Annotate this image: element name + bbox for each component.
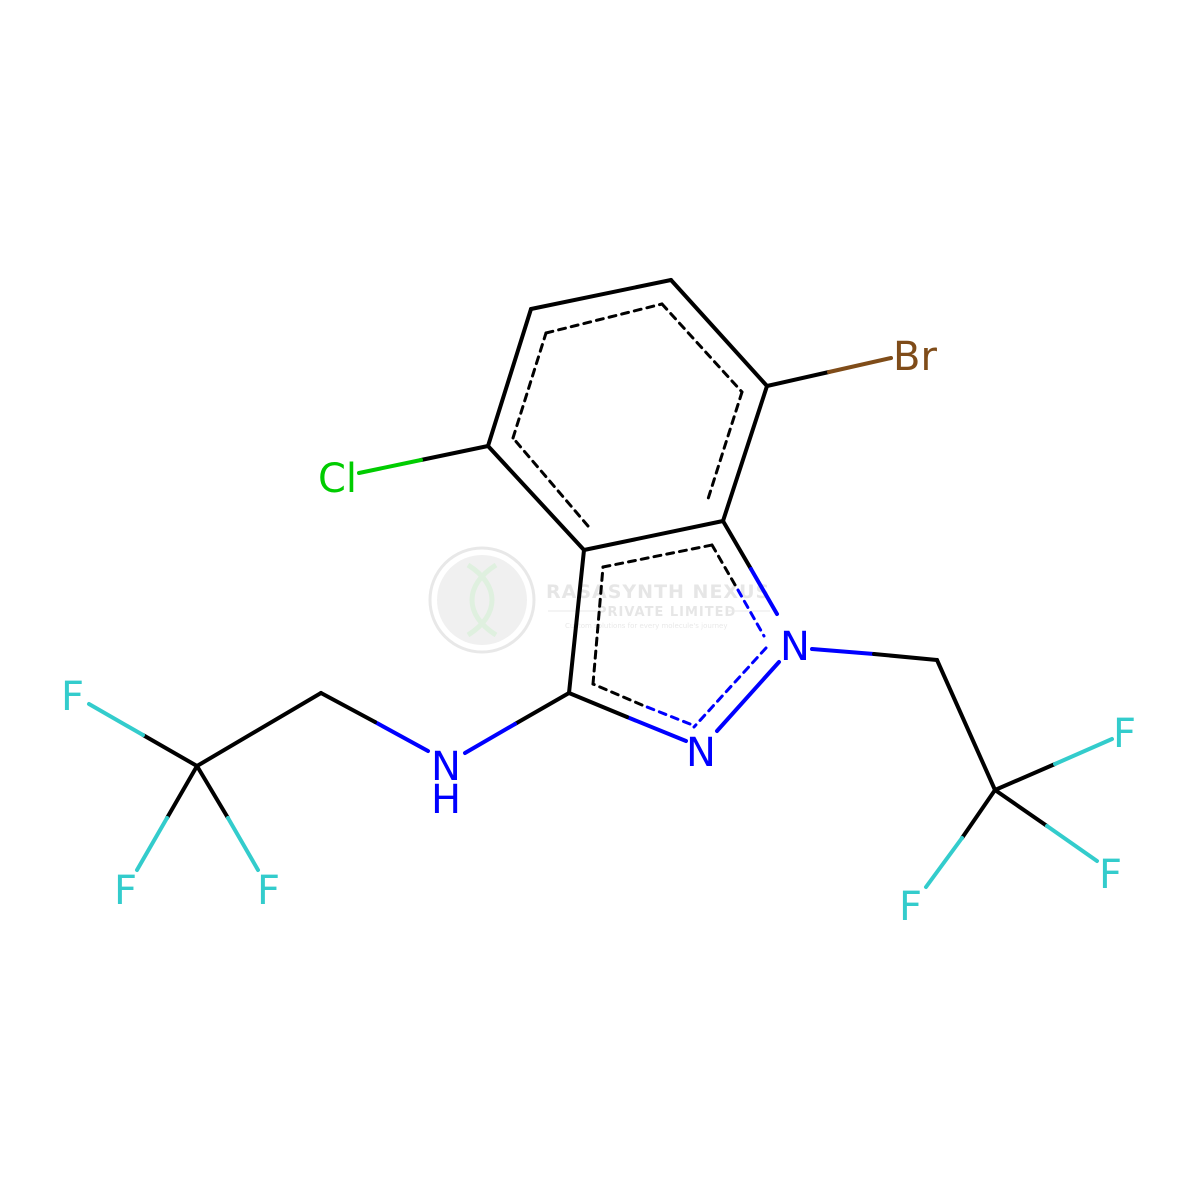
bond-c7-br	[765, 370, 831, 388]
atom-labels: Br Cl N N N H F F F F F F	[61, 334, 1136, 930]
bond-cf3-f4	[141, 733, 199, 768]
bond-cf3-f4-f	[87, 702, 145, 737]
bond-n2-c3	[625, 715, 688, 743]
atom-f2: F	[1099, 852, 1122, 898]
bond-cf3-f6	[195, 764, 230, 820]
bond-c4-cl	[419, 444, 490, 462]
atom-nh-h: H	[431, 777, 461, 823]
bond-c7a-c3a	[582, 519, 725, 552]
atom-n1: N	[780, 624, 810, 670]
bond-c3-c3a	[567, 548, 586, 695]
bond-c4-c5	[486, 307, 533, 448]
atom-n2: N	[686, 730, 716, 776]
bond-c3-nh	[513, 691, 571, 726]
bond-n1-ch2	[810, 647, 876, 656]
bond-cf3-f2-f	[1045, 824, 1099, 863]
atom-f4: F	[61, 674, 84, 720]
bond-cf3-f5-f	[135, 816, 169, 872]
bond-ch2-cf3	[935, 658, 997, 792]
bond-ch2-cf3-left	[195, 691, 323, 768]
atom-f1: F	[1113, 711, 1136, 757]
watermark-logo-ring	[428, 546, 536, 654]
dna-helix-icon	[466, 562, 498, 638]
watermark-company: PRIVATE LIMITED	[597, 605, 736, 620]
atom-br: Br	[893, 334, 937, 380]
bond-c7-c7a	[721, 384, 769, 523]
bond-cf3-f1-f	[1053, 737, 1114, 766]
bond-c5-c6	[529, 278, 673, 311]
bond-n1-n2	[715, 660, 781, 733]
bond-cf3-f6-f	[226, 816, 260, 872]
bond-c7-br-br	[827, 356, 893, 374]
watermark-tagline: Custom solutions for every molecule's jo…	[565, 622, 727, 630]
bond-nh-ch2-c	[319, 691, 377, 724]
atom-f5: F	[114, 868, 137, 914]
atom-cl: Cl	[318, 456, 357, 502]
bond-c7a-n1	[721, 519, 753, 571]
bond-c4-cl-cl	[357, 458, 423, 475]
bond-cf3-f3-f	[924, 836, 964, 889]
bond-n1-ch2-c	[872, 652, 939, 662]
bond-cf3-f3	[960, 788, 997, 840]
bond-n2-c3-c	[567, 691, 629, 719]
bond-c7a-n1-n	[749, 567, 779, 616]
bonds	[87, 278, 1114, 889]
bond-nh-ch2	[373, 720, 430, 753]
atom-f3: F	[899, 884, 922, 930]
watermark-logo-disc	[437, 555, 527, 645]
atom-nh-n: N	[431, 744, 461, 790]
bond-cf3-f1	[993, 762, 1057, 792]
atom-f6: F	[257, 868, 280, 914]
aromatic-dashes-benzene	[511, 302, 744, 528]
bond-c3a-c4	[486, 444, 586, 552]
bond-c6-c7	[669, 278, 769, 388]
bond-cf3-f2	[993, 788, 1049, 828]
bond-c3-nh-n	[463, 722, 517, 755]
aromatic-dashes-pyrazole	[591, 543, 768, 729]
bond-cf3-f5	[165, 764, 199, 820]
